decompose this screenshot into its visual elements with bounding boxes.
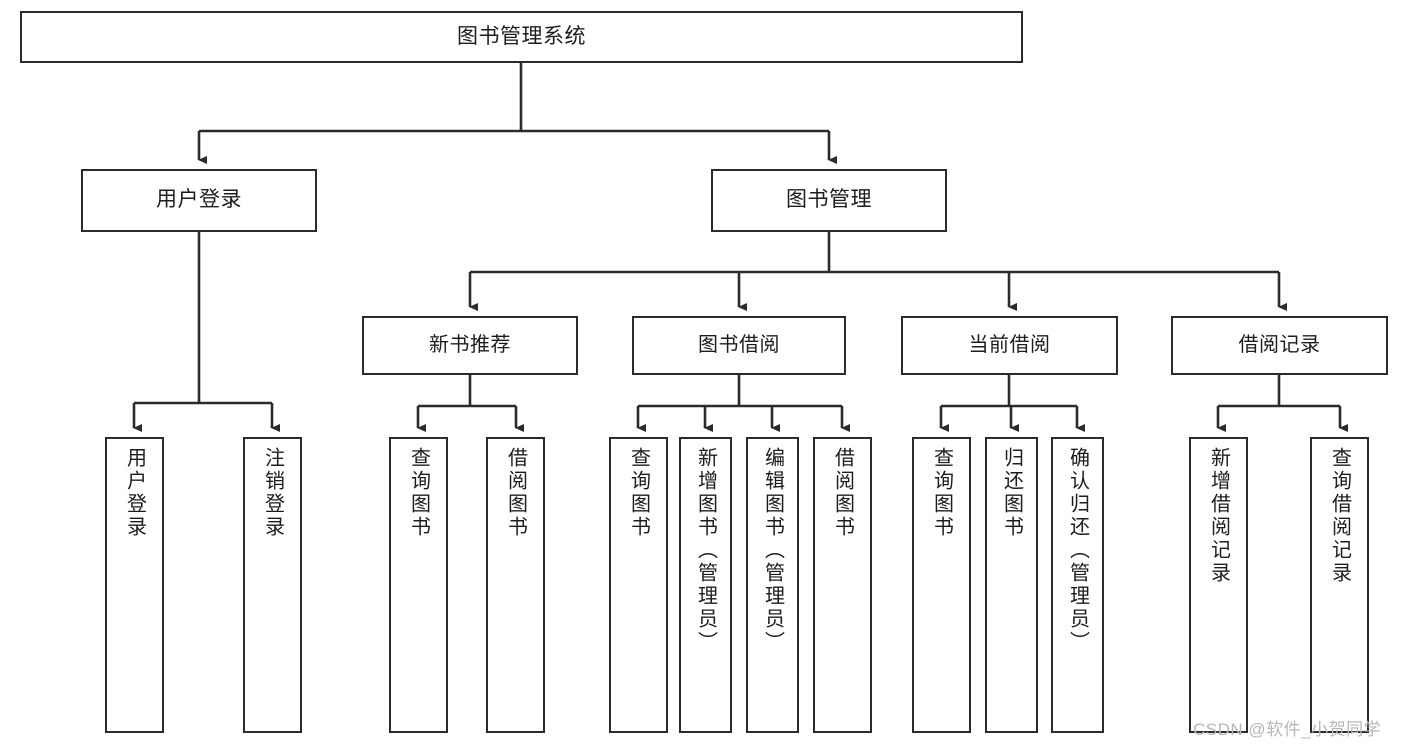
node-label: 用户登录 bbox=[123, 447, 146, 539]
leaf-add-borrow-record[interactable]: 新增借阅记录 bbox=[1189, 437, 1248, 733]
node-label: 用户登录 bbox=[156, 188, 242, 212]
node-current-borrow[interactable]: 当前借阅 bbox=[901, 316, 1118, 375]
edges-root-to-level2 bbox=[197, 63, 837, 164]
edges-newbook-to-leaves bbox=[416, 375, 524, 432]
edges-current-to-leaves bbox=[939, 375, 1085, 432]
edges-bookmgmt-to-level3 bbox=[468, 232, 1287, 311]
node-user-login[interactable]: 用户登录 bbox=[81, 169, 317, 232]
csdn-watermark: CSDN @软件_小贺同学 bbox=[1193, 720, 1382, 739]
edges-userlogin-to-leaves bbox=[132, 232, 280, 432]
node-label: 新书推荐 bbox=[429, 333, 511, 356]
edges-borrow-to-leaves bbox=[636, 375, 850, 432]
node-label: 查询图书 bbox=[930, 447, 953, 539]
node-root-system[interactable]: 图书管理系统 bbox=[20, 11, 1023, 63]
node-label: 借阅图书 bbox=[831, 447, 854, 539]
node-label: 查询图书 bbox=[627, 447, 650, 539]
node-label: 归还图书 bbox=[1000, 447, 1023, 539]
node-label: 查询图书 bbox=[407, 447, 430, 539]
node-label: 图书借阅 bbox=[698, 333, 780, 356]
node-label: 新增借阅记录 bbox=[1207, 447, 1230, 585]
node-label: 图书管理 bbox=[786, 188, 872, 212]
leaf-add-book-admin[interactable]: 新增图书（管理员） bbox=[679, 437, 732, 733]
leaf-query-book-borrow[interactable]: 查询图书 bbox=[609, 437, 668, 733]
node-label: 注销登录 bbox=[261, 447, 284, 539]
leaf-borrow-book-new[interactable]: 借阅图书 bbox=[486, 437, 545, 733]
leaf-borrow-book[interactable]: 借阅图书 bbox=[813, 437, 872, 733]
node-label: 确认归还（管理员） bbox=[1066, 447, 1089, 654]
node-borrow-records[interactable]: 借阅记录 bbox=[1171, 316, 1388, 375]
leaf-return-book[interactable]: 归还图书 bbox=[985, 437, 1038, 733]
leaf-logout[interactable]: 注销登录 bbox=[243, 437, 302, 733]
leaf-confirm-return-admin[interactable]: 确认归还（管理员） bbox=[1051, 437, 1104, 733]
node-label: 图书管理系统 bbox=[457, 24, 586, 48]
node-label: 查询借阅记录 bbox=[1328, 447, 1351, 585]
leaf-query-book-new[interactable]: 查询图书 bbox=[389, 437, 448, 733]
node-label: 借阅记录 bbox=[1238, 333, 1321, 356]
node-book-management[interactable]: 图书管理 bbox=[711, 169, 947, 232]
leaf-edit-book-admin[interactable]: 编辑图书（管理员） bbox=[746, 437, 799, 733]
leaf-query-book-current[interactable]: 查询图书 bbox=[912, 437, 971, 733]
edges-records-to-leaves bbox=[1216, 375, 1348, 432]
leaf-user-login[interactable]: 用户登录 bbox=[105, 437, 164, 733]
node-label: 新增图书（管理员） bbox=[694, 447, 717, 654]
node-label: 编辑图书（管理员） bbox=[761, 447, 784, 654]
node-book-borrow[interactable]: 图书借阅 bbox=[632, 316, 846, 375]
node-new-book-recommend[interactable]: 新书推荐 bbox=[362, 316, 578, 375]
node-label: 借阅图书 bbox=[504, 447, 527, 539]
leaf-query-borrow-record[interactable]: 查询借阅记录 bbox=[1310, 437, 1369, 733]
node-label: 当前借阅 bbox=[968, 333, 1051, 356]
